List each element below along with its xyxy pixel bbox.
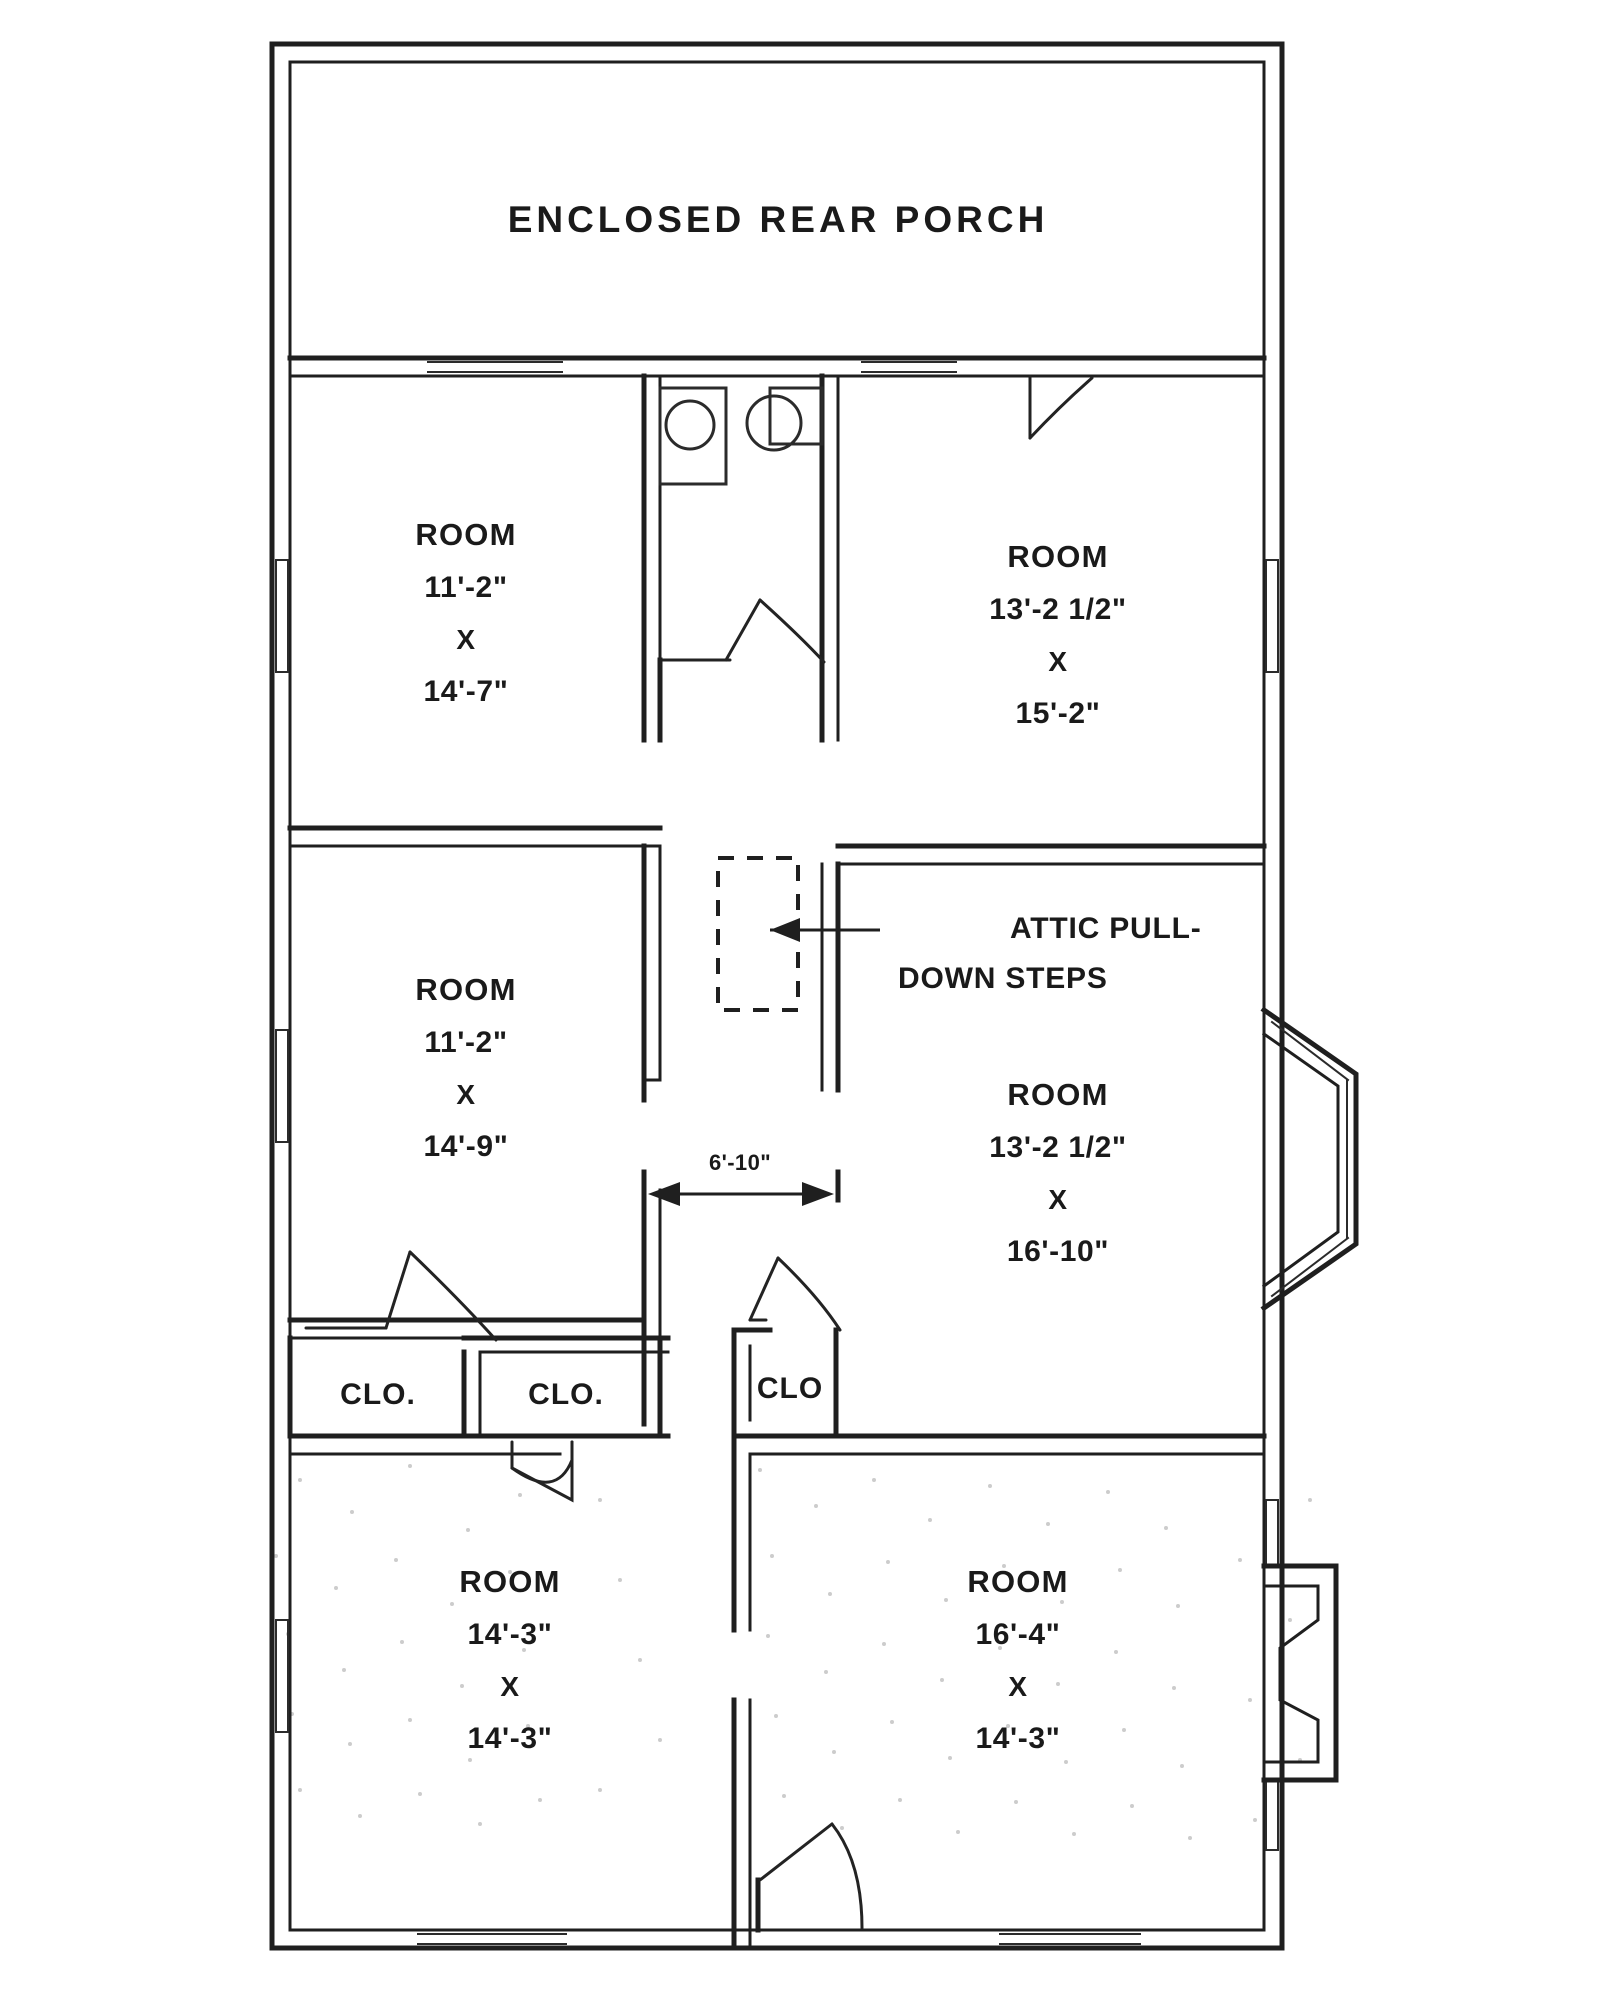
bathroom-door-swings [642, 598, 826, 743]
interior-walls-middle [287, 843, 841, 1427]
room-bottom-right-dim2: 14'-3" [975, 1722, 1060, 1755]
room-top-left-dim2: 14'-7" [423, 675, 508, 708]
room-mid-right-title: ROOM [1007, 1077, 1108, 1112]
room-mid-right-x: X [1048, 1184, 1067, 1215]
interior-walls-lower [287, 1433, 1267, 1951]
right-side-chimney-projection [1261, 1563, 1339, 1783]
water-closet-bowl-icon [745, 394, 803, 452]
attic-pull-down-steps-symbol [716, 856, 880, 1012]
room-bottom-left-title: ROOM [459, 1564, 560, 1599]
room-top-right-dim2: 15'-2" [1015, 697, 1100, 730]
room-top-right-x: X [1048, 646, 1067, 677]
porch-door-swing [1028, 374, 1094, 440]
room-top-right-title: ROOM [1007, 539, 1108, 574]
closet-3-door-swing [748, 1256, 842, 1332]
room-mid-left-x: X [456, 1079, 475, 1110]
closet-3-label: CLO [757, 1372, 823, 1405]
exterior-wall-outline [269, 41, 1285, 1951]
room-bottom-left-dim2: 14'-3" [467, 1722, 552, 1755]
room-mid-left-dim2: 14'-9" [423, 1130, 508, 1163]
room-top-left-x: X [456, 624, 475, 655]
enclosed-rear-porch [287, 355, 1267, 378]
window-symbols-right-wall [1265, 559, 1279, 1851]
room-top-left-title: ROOM [415, 517, 516, 552]
porch-label: ENCLOSED REAR PORCH [508, 199, 1049, 240]
hall-width-dimension [641, 1169, 841, 1206]
room-top-left-dim1: 11'-2" [424, 571, 507, 604]
room-label-mid-right: ROOM 13'-2 1/2" X 16'-10" [989, 1077, 1126, 1268]
bay-window-projection [1260, 1006, 1359, 1312]
closet-1-door-swing [304, 1250, 498, 1342]
room-bottom-left-dim1: 14'-3" [467, 1618, 552, 1651]
room-top-right-dim1: 13'-2 1/2" [989, 593, 1126, 626]
window-symbols-left-wall [275, 559, 289, 1733]
lavatory-fixture [658, 386, 728, 486]
room-mid-left-dim1: 11'-2" [424, 1026, 507, 1059]
dim-arrow-right [802, 1182, 834, 1206]
room-label-top-left: ROOM 11'-2" X 14'-7" [415, 517, 516, 708]
room-mid-right-dim1: 13'-2 1/2" [989, 1131, 1126, 1164]
room-label-top-right: ROOM 13'-2 1/2" X 15'-2" [989, 539, 1126, 730]
hall-width-label: 6'-10" [709, 1150, 771, 1175]
room-label-mid-left: ROOM 11'-2" X 14'-9" [415, 972, 516, 1163]
water-closet-tank [768, 386, 824, 446]
room-mid-right-dim2: 16'-10" [1007, 1235, 1109, 1268]
room-label-bottom-left: ROOM 14'-3" X 14'-3" [459, 1564, 560, 1755]
hall-lower-door-swing [510, 1440, 574, 1503]
room-label-bottom-right: ROOM 16'-4" X 14'-3" [967, 1564, 1068, 1755]
room-bottom-right-dim1: 16'-4" [975, 1618, 1060, 1651]
window-symbols-bottom-wall [417, 1933, 1141, 1945]
attic-note-line-1: ATTIC PULL- [1010, 912, 1202, 945]
dim-arrow-left [648, 1182, 680, 1206]
closet-2-label: CLO. [528, 1378, 604, 1411]
window-symbols-upper [427, 361, 957, 373]
bathroom-fixtures [658, 386, 824, 486]
closet-1-label: CLO. [340, 1378, 416, 1411]
room-mid-left-title: ROOM [415, 972, 516, 1007]
attic-note-line-2: DOWN STEPS [898, 962, 1108, 995]
room-bottom-right-title: ROOM [967, 1564, 1068, 1599]
front-entry-door [755, 1822, 864, 1933]
room-bottom-right-x: X [1008, 1671, 1027, 1702]
leader-arrowhead [770, 918, 800, 942]
lavatory-basin-icon [664, 399, 716, 451]
room-bottom-left-x: X [500, 1671, 519, 1702]
